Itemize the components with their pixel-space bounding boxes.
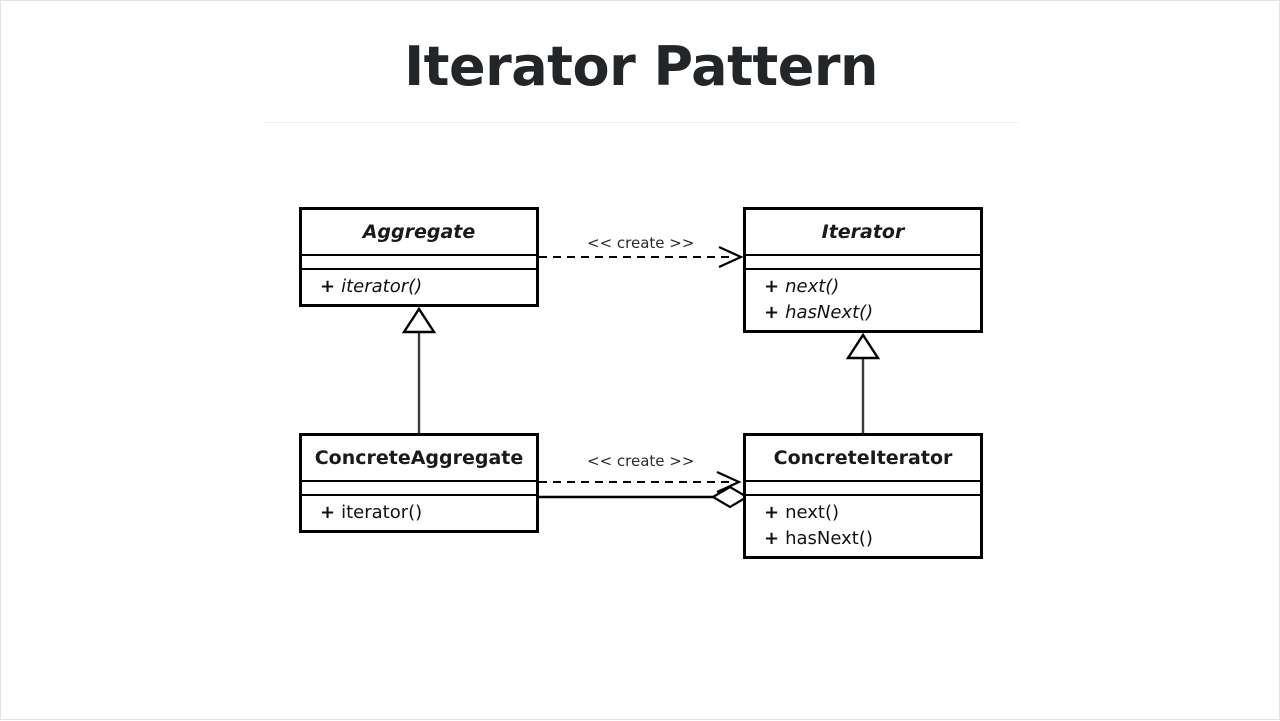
relation-create-bottom bbox=[539, 470, 742, 494]
class-operations-concrete-aggregate: +iterator() bbox=[302, 496, 536, 530]
operation-visibility: + bbox=[764, 502, 780, 523]
class-operations-iterator: +next() +hasNext() bbox=[746, 270, 980, 330]
operation-row: +iterator() bbox=[320, 274, 422, 300]
uml-class-iterator[interactable]: Iterator +next() +hasNext() bbox=[743, 207, 983, 333]
operation-signature: hasNext() bbox=[785, 528, 873, 549]
class-name-concrete-aggregate: ConcreteAggregate bbox=[314, 447, 524, 469]
uml-class-concrete-iterator[interactable]: ConcreteIterator +next() +hasNext() bbox=[743, 433, 983, 559]
operation-visibility: + bbox=[764, 276, 780, 297]
operation-signature: iterator() bbox=[341, 502, 423, 523]
operation-visibility: + bbox=[320, 502, 336, 523]
class-attributes-aggregate bbox=[302, 254, 536, 270]
operation-visibility: + bbox=[320, 276, 336, 297]
operation-signature: iterator() bbox=[341, 276, 423, 297]
relation-generalization-aggregate bbox=[401, 306, 437, 433]
relation-aggregation bbox=[539, 485, 750, 509]
uml-class-aggregate[interactable]: Aggregate +iterator() bbox=[299, 207, 539, 307]
operation-row: +hasNext() bbox=[764, 300, 873, 326]
operation-signature: next() bbox=[785, 276, 840, 297]
class-name-concrete-iterator: ConcreteIterator bbox=[773, 447, 953, 469]
class-operations-concrete-iterator: +next() +hasNext() bbox=[746, 496, 980, 556]
operation-visibility: + bbox=[764, 528, 780, 549]
operation-signature: hasNext() bbox=[785, 302, 874, 323]
operation-row: +next() bbox=[764, 274, 839, 300]
title-divider bbox=[263, 122, 1019, 123]
operation-visibility: + bbox=[764, 302, 780, 323]
uml-class-concrete-aggregate[interactable]: ConcreteAggregate +iterator() bbox=[299, 433, 539, 533]
page-title: Iterator Pattern bbox=[404, 35, 878, 98]
relation-generalization-iterator bbox=[845, 332, 881, 433]
class-name-iterator: Iterator bbox=[821, 221, 905, 243]
operation-row: +hasNext() bbox=[764, 526, 873, 552]
relation-label-create-top: << create >> bbox=[587, 234, 695, 252]
operation-signature: next() bbox=[785, 502, 840, 523]
class-attributes-concrete-iterator bbox=[746, 480, 980, 496]
class-operations-aggregate: +iterator() bbox=[302, 270, 536, 304]
class-attributes-iterator bbox=[746, 254, 980, 270]
class-attributes-concrete-aggregate bbox=[302, 480, 536, 496]
operation-row: +iterator() bbox=[320, 500, 422, 526]
operation-row: +next() bbox=[764, 500, 839, 526]
class-name-aggregate: Aggregate bbox=[362, 221, 476, 243]
relation-label-create-bottom: << create >> bbox=[587, 452, 695, 470]
